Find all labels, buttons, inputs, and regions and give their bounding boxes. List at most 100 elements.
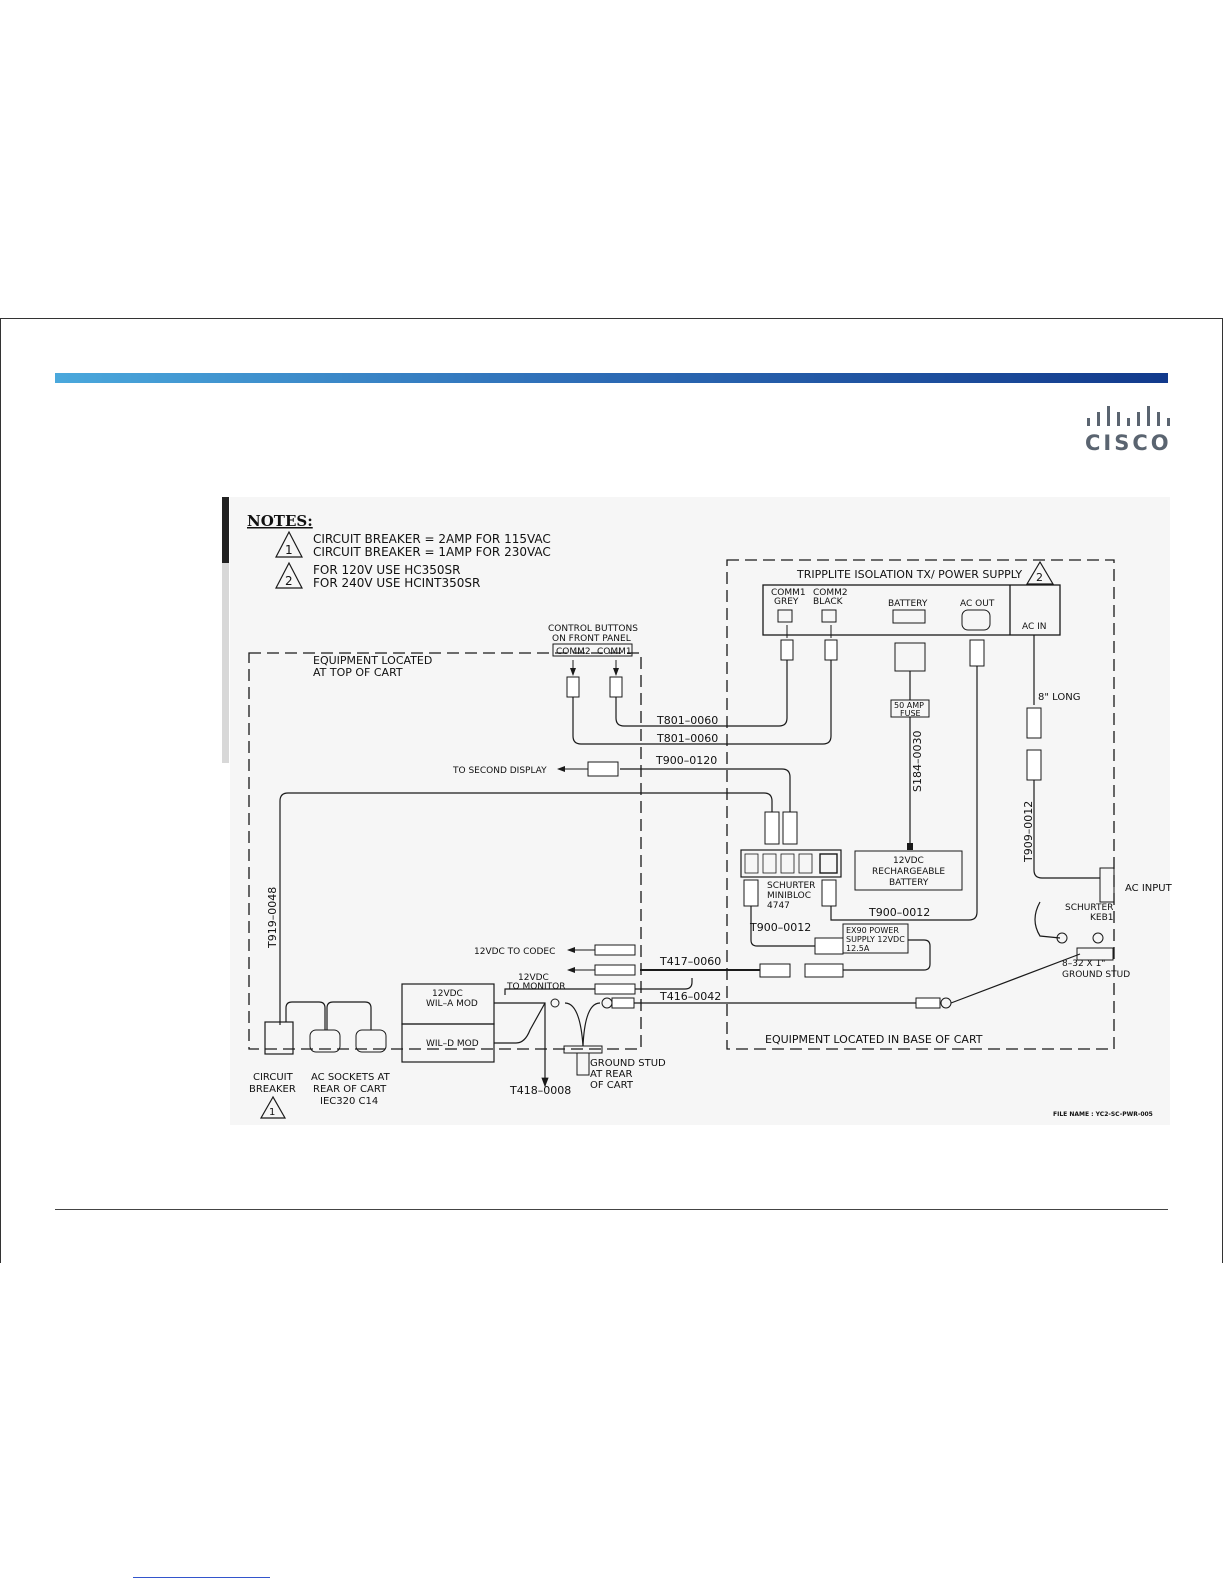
rear-ground-stud-label-1: GROUND STUD: [590, 1058, 666, 1069]
t801-label-b: T801–0060: [656, 732, 718, 745]
diagram-background: [230, 497, 1170, 1125]
side-strip-light: [222, 563, 229, 763]
t900-0012-label-a: T900–0012: [749, 921, 811, 934]
plug-icon: [782, 811, 798, 845]
t416-label: T416–0042: [659, 990, 721, 1003]
ground-stud-label-1: 8–32 X 1": [1062, 959, 1105, 969]
file-name-label: FILE NAME : YC2-SC-PWR-005: [1053, 1111, 1153, 1118]
keb1-connector-icon: [1099, 867, 1115, 903]
footer-rule: [55, 1209, 1168, 1210]
comm1-port-icon: [777, 609, 793, 623]
header-accent-bar: [55, 373, 1168, 383]
miniblock-label-3: 4747: [767, 901, 790, 911]
display-plug-icon: [587, 761, 619, 777]
fuse-label-1: 50 AMP: [894, 701, 924, 710]
eight-long-label: 8" LONG: [1038, 692, 1080, 703]
outlet-icon: [762, 853, 777, 874]
equip-base-label: EQUIPMENT LOCATED IN BASE OF CART: [765, 1033, 983, 1046]
ex90-plug-icon: [814, 937, 844, 955]
dc-splitter-icon: [594, 944, 636, 956]
note1-triangle-icon: [275, 530, 303, 558]
equip-top-label-1: EQUIPMENT LOCATED: [313, 654, 432, 667]
circuit-breaker: [264, 1021, 294, 1055]
to-codec-label: 12VDC TO CODEC: [474, 947, 555, 957]
side-strip-dark: [222, 497, 229, 563]
rj-connector-icon: [566, 676, 580, 698]
ground-stud-label-2: GROUND STUD: [1062, 970, 1130, 980]
ac-in-label: AC IN: [1022, 622, 1047, 632]
miniblock-plug-icon: [743, 879, 759, 907]
note2-marker: 2: [285, 574, 293, 588]
rj-connector-icon: [609, 676, 623, 698]
cb-triangle-icon: [259, 1095, 287, 1119]
cb-label-1: CIRCUIT: [253, 1072, 294, 1083]
t900-0012-label-b: T900–0012: [868, 906, 930, 919]
dc-plug-icon: [759, 963, 791, 978]
control-buttons-label-1: CONTROL BUTTONS: [548, 624, 638, 634]
cb-marker: 1: [269, 1107, 275, 1118]
comm2-port-icon: [821, 609, 837, 623]
note1-marker: 1: [285, 543, 293, 557]
ex90-label-1: EX90 POWER: [846, 926, 899, 935]
control-comm2-label: COMM2: [556, 647, 591, 657]
ac-input-label: AC INPUT: [1125, 883, 1173, 894]
miniblock-plug-icon: [821, 879, 837, 907]
rj-connector-icon: [780, 639, 794, 661]
comm1-label-1: COMM1: [771, 588, 806, 598]
control-buttons-label-2: ON FRONT PANEL: [552, 634, 631, 644]
note1-line2: CIRCUIT BREAKER = 1AMP FOR 230VAC: [313, 545, 551, 559]
battery-box: [854, 850, 963, 891]
miniblock-label-1: SCHURTER: [767, 881, 815, 891]
t801-label-a: T801–0060: [656, 714, 718, 727]
outlet-icon: [798, 853, 813, 874]
ac-out-socket-icon: [961, 609, 991, 631]
equip-top-label-2: AT TOP OF CART: [313, 666, 403, 679]
t909-label: T909–0012: [1022, 801, 1035, 863]
ac-socket-icon: [309, 1029, 341, 1053]
note2-triangle-icon: [275, 561, 303, 589]
dc-splitter-icon: [594, 964, 636, 976]
battery-label-3: BATTERY: [889, 878, 929, 888]
dc-splitter-icon: [594, 983, 636, 995]
tripplite-unit: [762, 584, 1061, 636]
note2-line1: FOR 120V USE HC350SR: [313, 563, 461, 577]
outlet-icon: [744, 853, 759, 874]
note2-line2: FOR 240V USE HCINT350SR: [313, 576, 480, 590]
to-second-display-label: TO SECOND DISPLAY: [452, 766, 547, 776]
ring-lug-icon: [915, 997, 941, 1009]
tripplite-marker: 2: [1036, 571, 1043, 584]
ac-sockets-label-1: AC SOCKETS AT: [311, 1072, 391, 1083]
wil-a-label-1: 12VDC: [432, 989, 463, 999]
tripplite-label: TRIPPLITE ISOLATION TX/ POWER SUPPLY: [796, 568, 1022, 581]
comm1-label-2: GREY: [774, 597, 799, 607]
cb-label-2: BREAKER: [249, 1084, 296, 1095]
inline-connector-icon: [1026, 707, 1042, 739]
outlet-icon: [819, 853, 838, 874]
outlet-icon: [780, 853, 795, 874]
comm2-label-2: BLACK: [813, 597, 844, 607]
ac-sockets-label-3: IEC320 C14: [320, 1096, 378, 1107]
control-buttons-box: [552, 643, 633, 657]
keb1-label-2: KEB1: [1090, 913, 1114, 923]
t900-0120-label: T900–0120: [655, 754, 717, 767]
miniblock-label-2: MINIBLOC: [767, 891, 811, 901]
ac-out-label: AC OUT: [960, 599, 995, 609]
notes-title: NOTES:: [247, 512, 313, 530]
cisco-logo-icon: CISCO: [1085, 406, 1170, 455]
ex90-label-2: SUPPLY 12VDC: [846, 935, 905, 944]
battery-port-icon: [892, 609, 926, 624]
schurter-miniblock: [740, 849, 842, 878]
page-frame: [0, 318, 1223, 1263]
ac-plug-icon: [969, 639, 985, 667]
t418-label: T418–0008: [509, 1084, 571, 1097]
t417-label: T417–0060: [659, 955, 721, 968]
plug-icon: [764, 811, 780, 845]
note1-line1: CIRCUIT BREAKER = 2AMP FOR 115VAC: [313, 532, 551, 546]
rj-connector-icon: [824, 639, 838, 661]
to-monitor-label-2: TO MONITOR: [506, 982, 566, 992]
ground-stud-block: [1076, 947, 1114, 961]
battery-connector-box: [894, 642, 926, 672]
fuse-label-2: FUSE: [900, 709, 921, 718]
top-of-cart-region: [248, 652, 642, 1050]
keb1-label-1: SCHURTER: [1065, 903, 1113, 913]
